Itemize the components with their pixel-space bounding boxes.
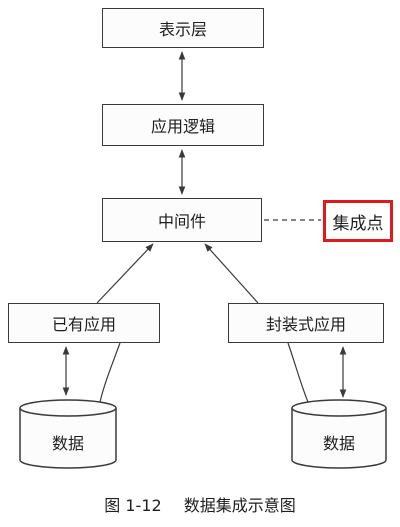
arrow-legacy-middleware bbox=[96, 243, 154, 304]
curve-legacy-db bbox=[99, 342, 121, 403]
arrow-encapsulated-middleware bbox=[204, 243, 259, 304]
figure-caption: 图 1-12 数据集成示意图 bbox=[0, 492, 400, 516]
presentation-layer-label: 表示层 bbox=[158, 20, 207, 39]
app-logic-box: 应用逻辑 bbox=[102, 104, 264, 146]
legacy-app-label: 已有应用 bbox=[51, 315, 116, 334]
database-left-icon bbox=[19, 399, 117, 469]
encapsulated-app-box: 封装式应用 bbox=[228, 303, 384, 343]
figure-number: 图 1-12 bbox=[104, 496, 162, 515]
middleware-label: 中间件 bbox=[157, 212, 206, 231]
database-right-label: 数据 bbox=[322, 434, 355, 453]
legacy-app-box: 已有应用 bbox=[8, 303, 160, 343]
curve-encapsulated-db bbox=[287, 342, 309, 403]
app-logic-label: 应用逻辑 bbox=[150, 117, 215, 136]
presentation-layer-box: 表示层 bbox=[102, 8, 264, 48]
middleware-box: 中间件 bbox=[102, 198, 262, 242]
database-left-label: 数据 bbox=[51, 434, 84, 453]
figure-title: 数据集成示意图 bbox=[183, 496, 296, 515]
integration-point-label: 集成点 bbox=[332, 213, 384, 234]
database-right-icon bbox=[291, 399, 387, 469]
encapsulated-app-label: 封装式应用 bbox=[265, 315, 346, 334]
integration-point-box: 集成点 bbox=[323, 200, 393, 242]
